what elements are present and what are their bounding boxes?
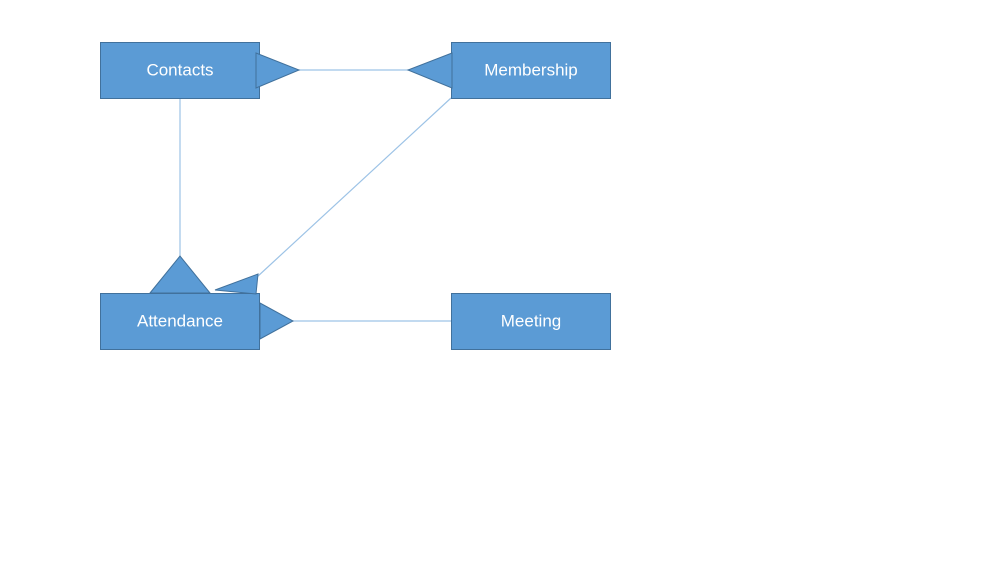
entity-meeting[interactable]: Meeting — [451, 293, 611, 350]
entity-contacts[interactable]: Contacts — [100, 42, 260, 99]
entity-contacts-label: Contacts — [146, 60, 213, 79]
entity-membership[interactable]: Membership — [451, 42, 611, 99]
attendance-right-arrow-icon — [259, 302, 295, 340]
membership-left-arrow-icon — [406, 52, 453, 89]
attendance-diagonal-arrow-icon — [214, 273, 259, 295]
contacts-right-arrow-icon — [255, 52, 301, 89]
entity-attendance[interactable]: Attendance — [100, 293, 260, 350]
entity-attendance-label: Attendance — [137, 311, 223, 330]
entity-membership-label: Membership — [484, 60, 578, 79]
connector-membership-attendance — [256, 97, 452, 278]
attendance-top-arrow-icon — [148, 255, 212, 294]
entity-meeting-label: Meeting — [501, 311, 561, 330]
